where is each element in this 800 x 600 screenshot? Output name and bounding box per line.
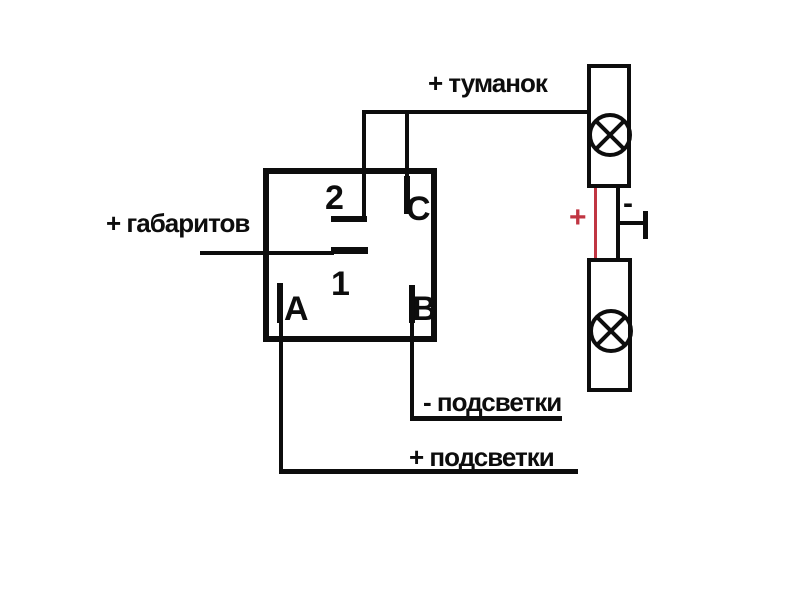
lamp-bulb-icon	[589, 309, 633, 353]
pin-c-label: C	[406, 190, 431, 228]
wire-backlight-positive-horizontal	[279, 469, 578, 474]
lamp-bulb-icon	[588, 113, 632, 157]
lamp-negative-sign: -	[623, 187, 633, 220]
wire-fog-drop-to-pinc	[405, 110, 409, 180]
backlight-positive-label: + подсветки	[409, 442, 555, 472]
wire-lamp-positive-red	[594, 186, 597, 260]
wire-ground-branch	[616, 221, 645, 225]
fog-wire-label: + туманок	[428, 68, 548, 98]
ground-terminal-bar	[643, 211, 648, 239]
wire-pina-down	[279, 318, 283, 474]
pin-2-label: 2	[325, 179, 344, 217]
pin-a-label: A	[284, 290, 309, 328]
wire-backlight-negative-horizontal	[410, 416, 562, 421]
pin-1-terminal	[331, 247, 368, 254]
parking-wire-label: + габаритов	[106, 208, 250, 238]
pin-b-label: B	[412, 290, 437, 328]
pin-2-terminal	[331, 216, 367, 222]
pin-1-label: 1	[331, 265, 350, 303]
wire-fog-drop-to-pin2	[362, 110, 366, 220]
lamp-positive-sign: +	[569, 201, 587, 234]
pin-a-terminal	[277, 283, 283, 323]
pin-c-terminal	[404, 176, 410, 214]
connector-body	[263, 168, 437, 342]
backlight-negative-label: - подсветки	[423, 387, 562, 417]
pin-b-terminal	[409, 285, 415, 323]
wire-pinb-down	[410, 318, 414, 421]
wire-fog-top-horizontal	[362, 110, 588, 114]
